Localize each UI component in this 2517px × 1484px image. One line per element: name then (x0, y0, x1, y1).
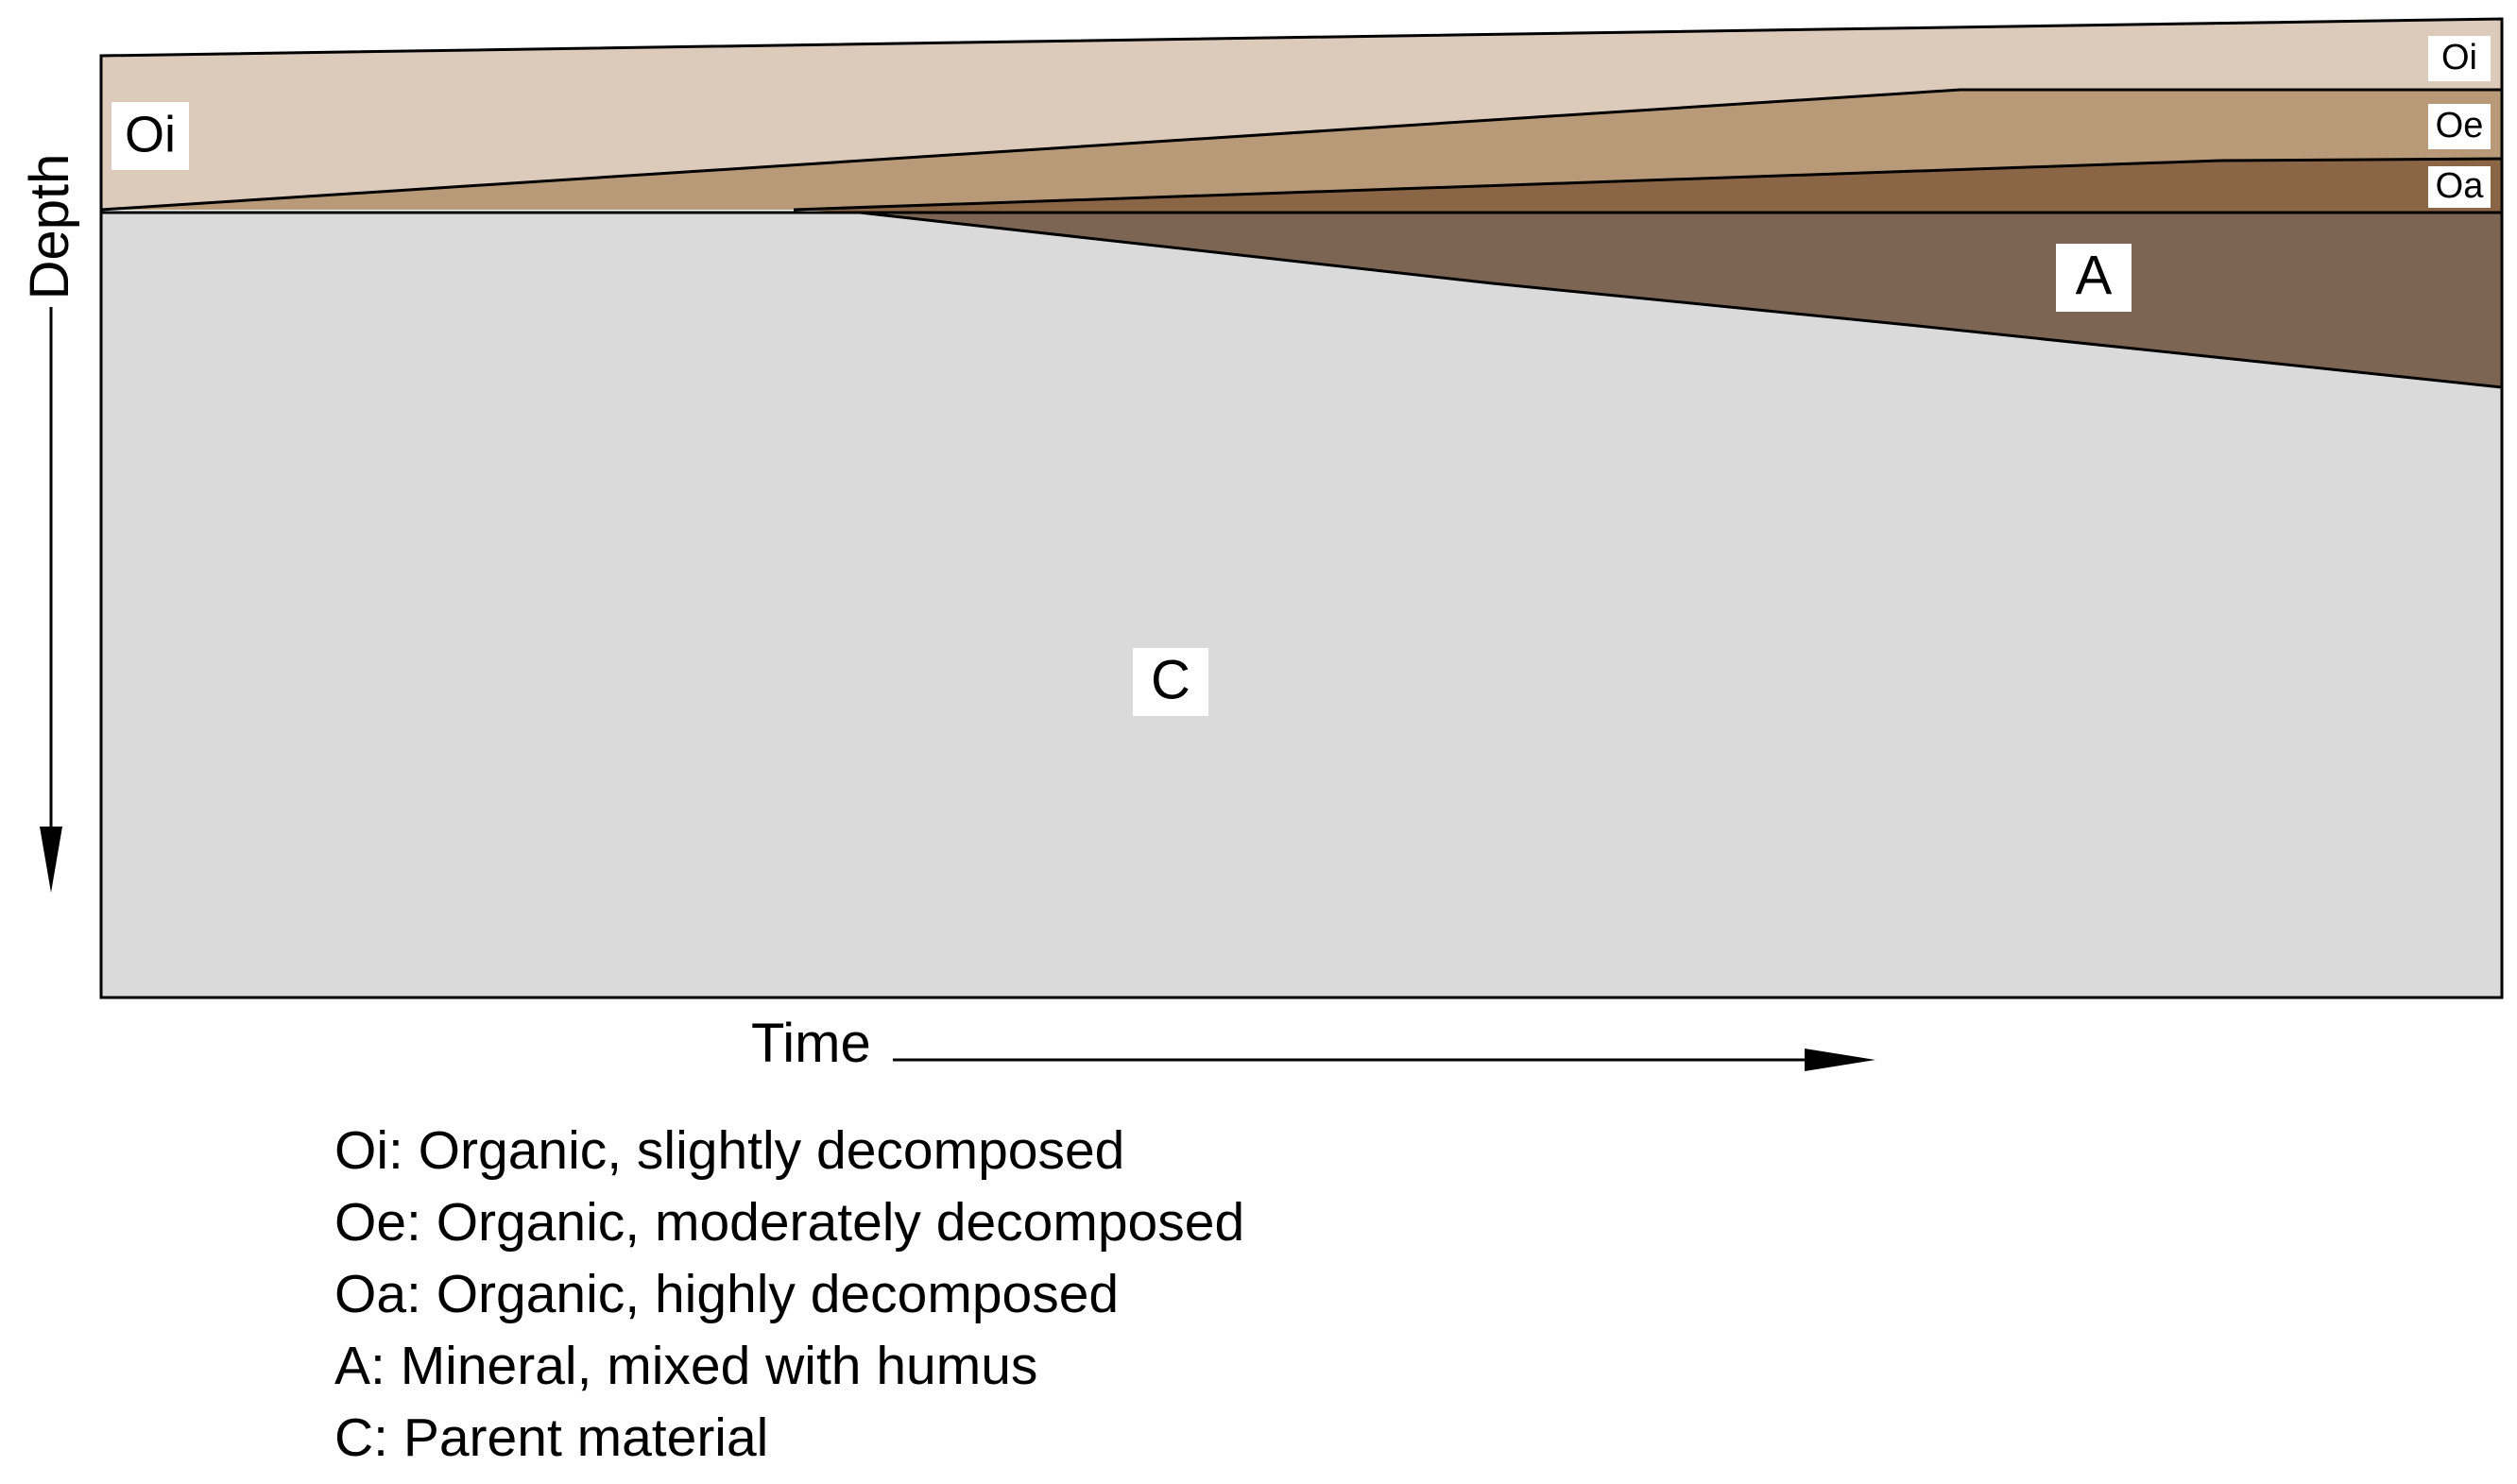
label-c-box (1133, 648, 1208, 716)
horizon-labels: Oi Oi Oe Oa A C (111, 36, 2491, 716)
label-a: A (2076, 245, 2113, 306)
legend-item-a: A: Mineral, mixed with humus (334, 1336, 1038, 1396)
oi-oe-boundary (100, 88, 2502, 212)
label-oa-box (2428, 166, 2491, 208)
diagram-frame (99, 17, 2504, 999)
label-oi-left: Oi (125, 106, 176, 162)
horizon-oa-region (794, 159, 2502, 213)
depth-axis: Depth (19, 154, 80, 893)
label-oi-left-box (111, 102, 189, 170)
label-c: C (1151, 649, 1190, 710)
time-arrowhead-icon (1805, 1049, 1875, 1071)
depth-arrowhead-icon (40, 827, 62, 893)
legend-item-oi: Oi: Organic, slightly decomposed (334, 1120, 1125, 1181)
depth-axis-label: Depth (19, 154, 80, 300)
label-oa: Oa (2436, 166, 2485, 206)
a-c-boundary (859, 211, 2503, 389)
legend-item-oe: Oe: Organic, moderately decomposed (334, 1192, 1245, 1253)
horizon-c-region (101, 213, 2502, 998)
horizon-oe-region (101, 90, 2502, 210)
label-a-box (2056, 244, 2132, 312)
horizon-oi-region (101, 19, 2502, 210)
label-oi-right: Oi (2441, 38, 2477, 77)
horizon-boundaries (100, 88, 2503, 389)
legend-item-c: C: Parent material (334, 1407, 769, 1468)
label-oe: Oe (2436, 106, 2484, 145)
legend-item-oa: Oa: Organic, highly decomposed (334, 1264, 1120, 1324)
label-oe-box (2428, 104, 2491, 149)
label-oi-right-box (2428, 36, 2491, 81)
time-axis: Time (751, 1013, 1875, 1074)
time-axis-label: Time (751, 1013, 871, 1074)
legend: Oi: Organic, slightly decomposed Oe: Org… (334, 1115, 1244, 1474)
oe-oa-boundary (793, 157, 2503, 212)
